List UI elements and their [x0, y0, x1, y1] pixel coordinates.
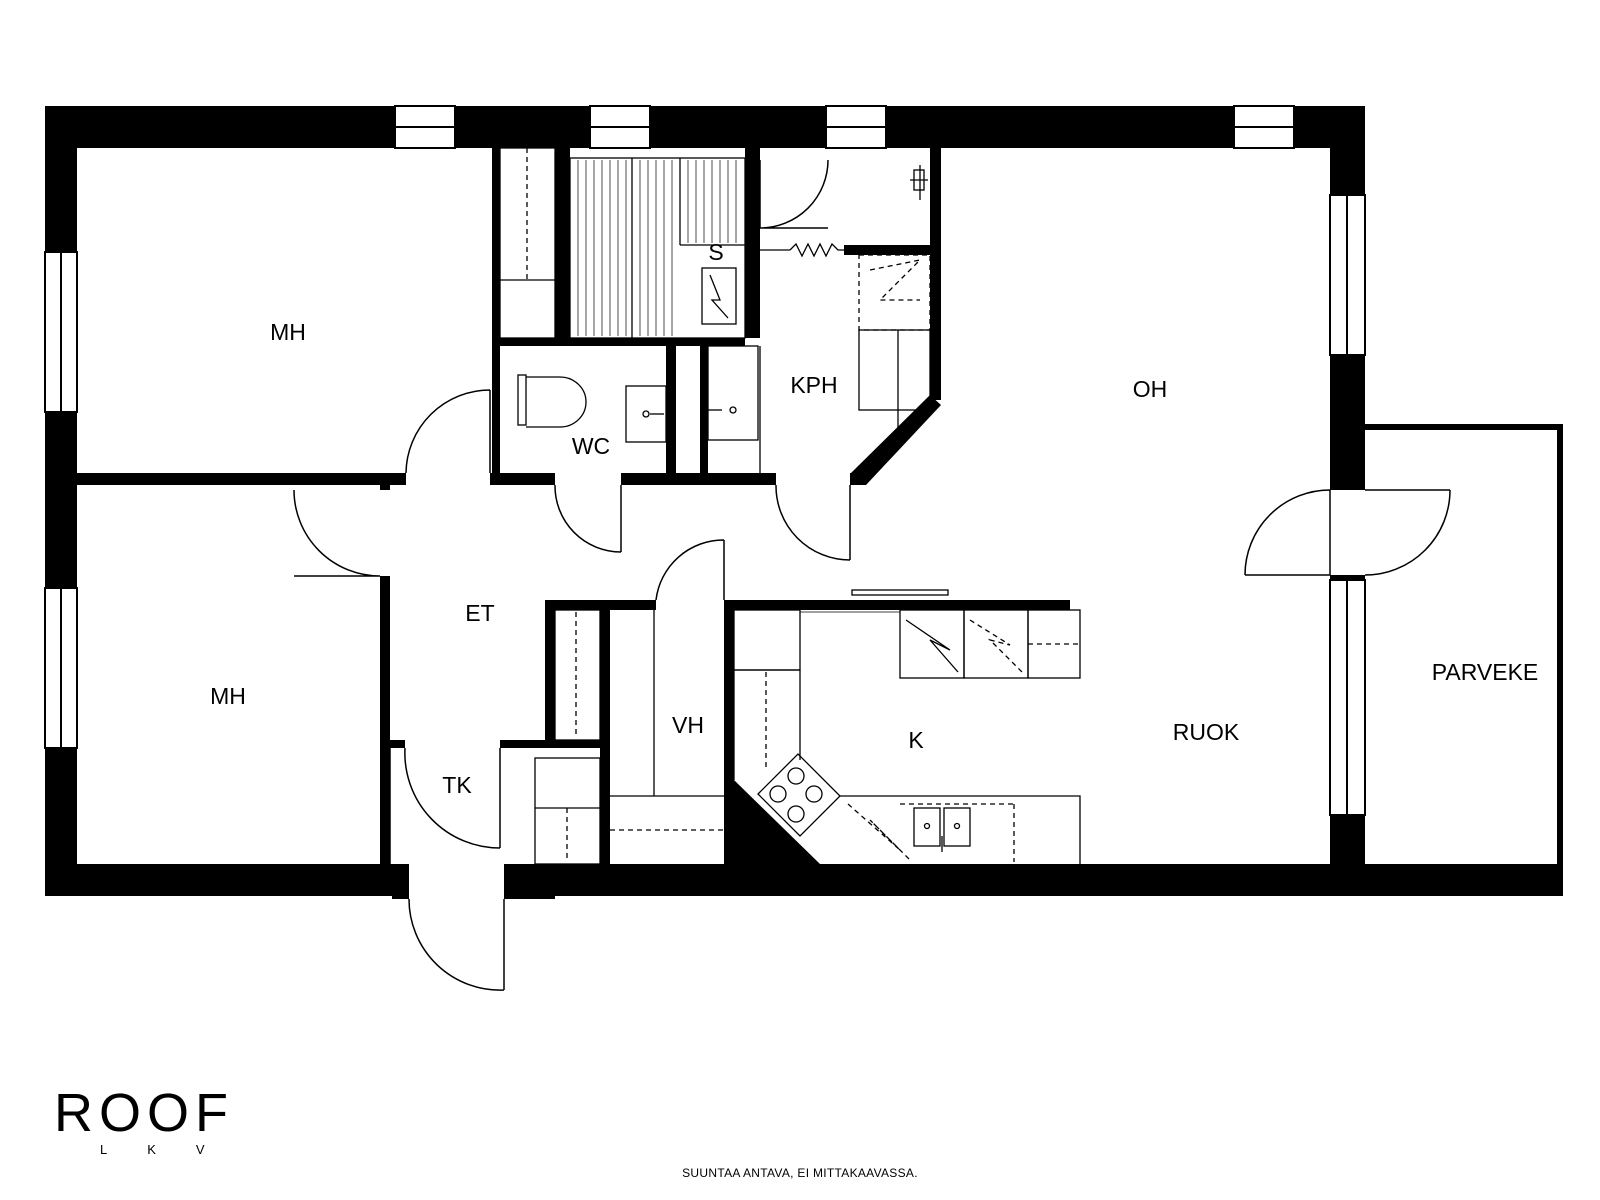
label-s: S	[708, 239, 723, 265]
sauna-bench-slats	[577, 160, 737, 336]
brand-logo: ROOF LKV	[54, 1086, 294, 1157]
label-parveke: PARVEKE	[1432, 659, 1539, 685]
brand-sub: LKV	[100, 1142, 245, 1157]
label-mh-bottom: MH	[210, 683, 246, 709]
label-et: ET	[465, 600, 494, 626]
room-labels: MH MH S WC KPH OH ET VH K RUOK TK PARVEK…	[210, 239, 1538, 798]
label-k: K	[908, 727, 924, 753]
label-wc: WC	[572, 433, 610, 459]
label-mh-top: MH	[270, 319, 306, 345]
label-ruok: RUOK	[1173, 719, 1240, 745]
fixtures	[499, 147, 1081, 865]
label-oh: OH	[1133, 376, 1168, 402]
label-vh: VH	[672, 712, 704, 738]
label-tk: TK	[442, 772, 472, 798]
brand-name: ROOF	[54, 1083, 234, 1143]
scale-disclaimer: SUUNTAA ANTAVA, EI MITTAKAAVASSA.	[682, 1166, 918, 1180]
windows	[44, 105, 1366, 816]
label-kph: KPH	[790, 372, 837, 398]
doors	[293, 159, 1451, 991]
